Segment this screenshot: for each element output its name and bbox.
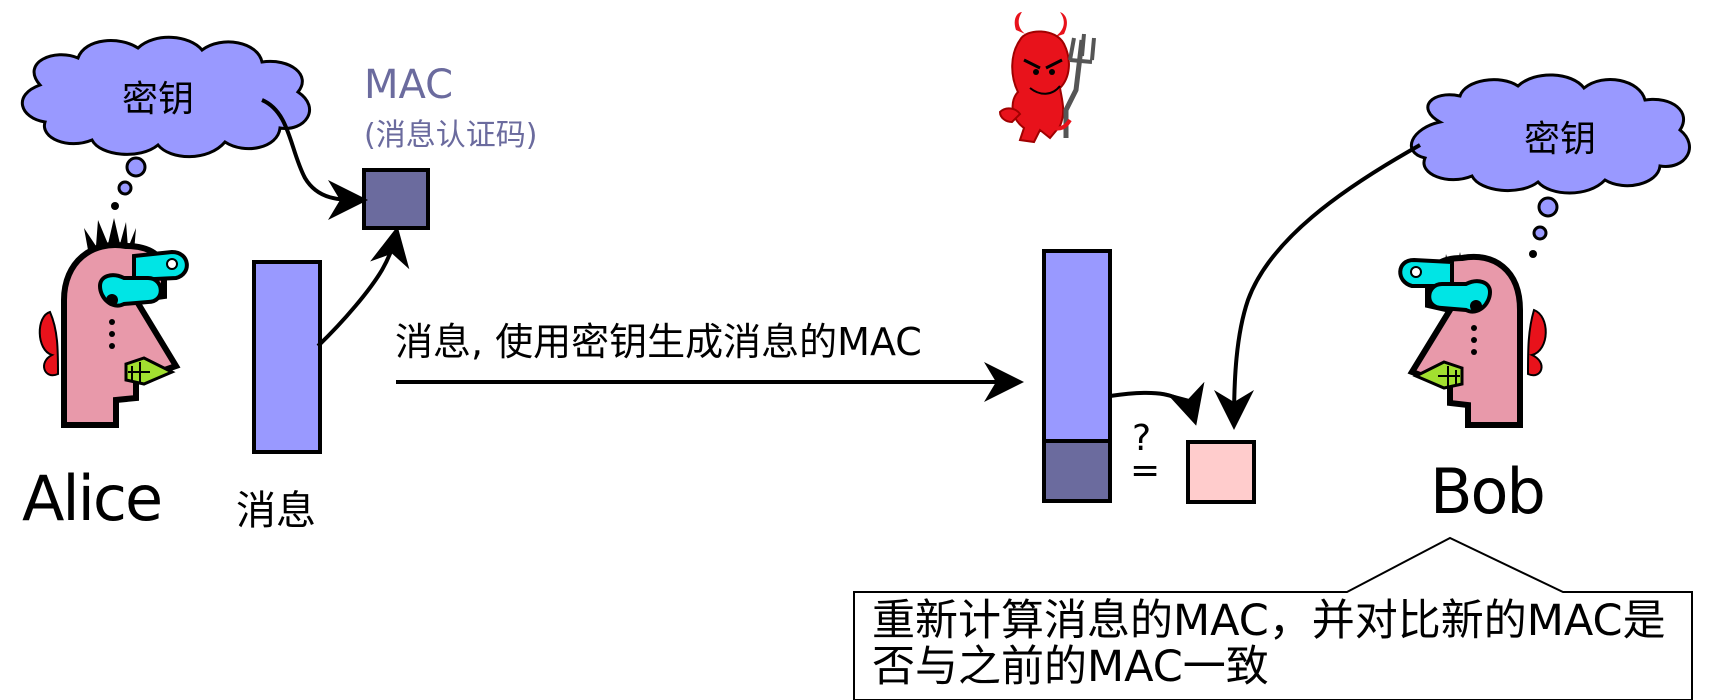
alice-message-block (252, 260, 322, 454)
comparison-equals-sign: = (1130, 450, 1161, 491)
alice-name: Alice (22, 462, 163, 535)
message-to-recomputed-mac-arrow (1109, 381, 1205, 426)
alice-figure (38, 218, 189, 428)
message-to-mac-arrow (316, 226, 410, 348)
bob-thought-bubble-medium (1532, 225, 1548, 241)
alice-eye-top (132, 249, 189, 283)
bob-key-to-recomputed-mac-arrow (1214, 143, 1421, 430)
bob-key-cloud (1409, 73, 1691, 195)
bob-eye-top (1398, 257, 1454, 288)
bob-figure (1398, 252, 1547, 428)
alice-key-label: 密钥 (122, 79, 195, 120)
bob-key-label: 密钥 (1524, 119, 1597, 160)
mac-subtitle: (消息认证码) (364, 118, 538, 153)
alice-key-cloud (20, 35, 311, 159)
recomputed-mac-block (1186, 440, 1256, 504)
received-message-block (1042, 249, 1112, 443)
bob-thought-bubble-large (1537, 196, 1559, 218)
bob-name: Bob (1430, 455, 1546, 528)
message-label: 消息 (236, 488, 316, 534)
key-to-mac-arrow (261, 98, 368, 220)
alice-thought-bubble-medium (117, 180, 133, 196)
alice-thought-bubble-small (111, 202, 119, 210)
transmission-label: 消息, 使用密钥生成消息的MAC (395, 320, 922, 364)
received-mac-block (1042, 439, 1112, 503)
callout-text: 重新计算消息的MAC，并对比新的MAC是否与之前的MAC一致 (872, 596, 1666, 692)
mac-title: MAC (364, 62, 454, 108)
callout-box (853, 536, 1693, 700)
devil-icon (998, 12, 1096, 144)
alice-thought-bubble-large (125, 156, 147, 178)
comparison-question-mark: ? (1132, 418, 1152, 459)
bob-thought-bubble-small (1529, 250, 1537, 258)
alice-mac-block (362, 168, 430, 230)
